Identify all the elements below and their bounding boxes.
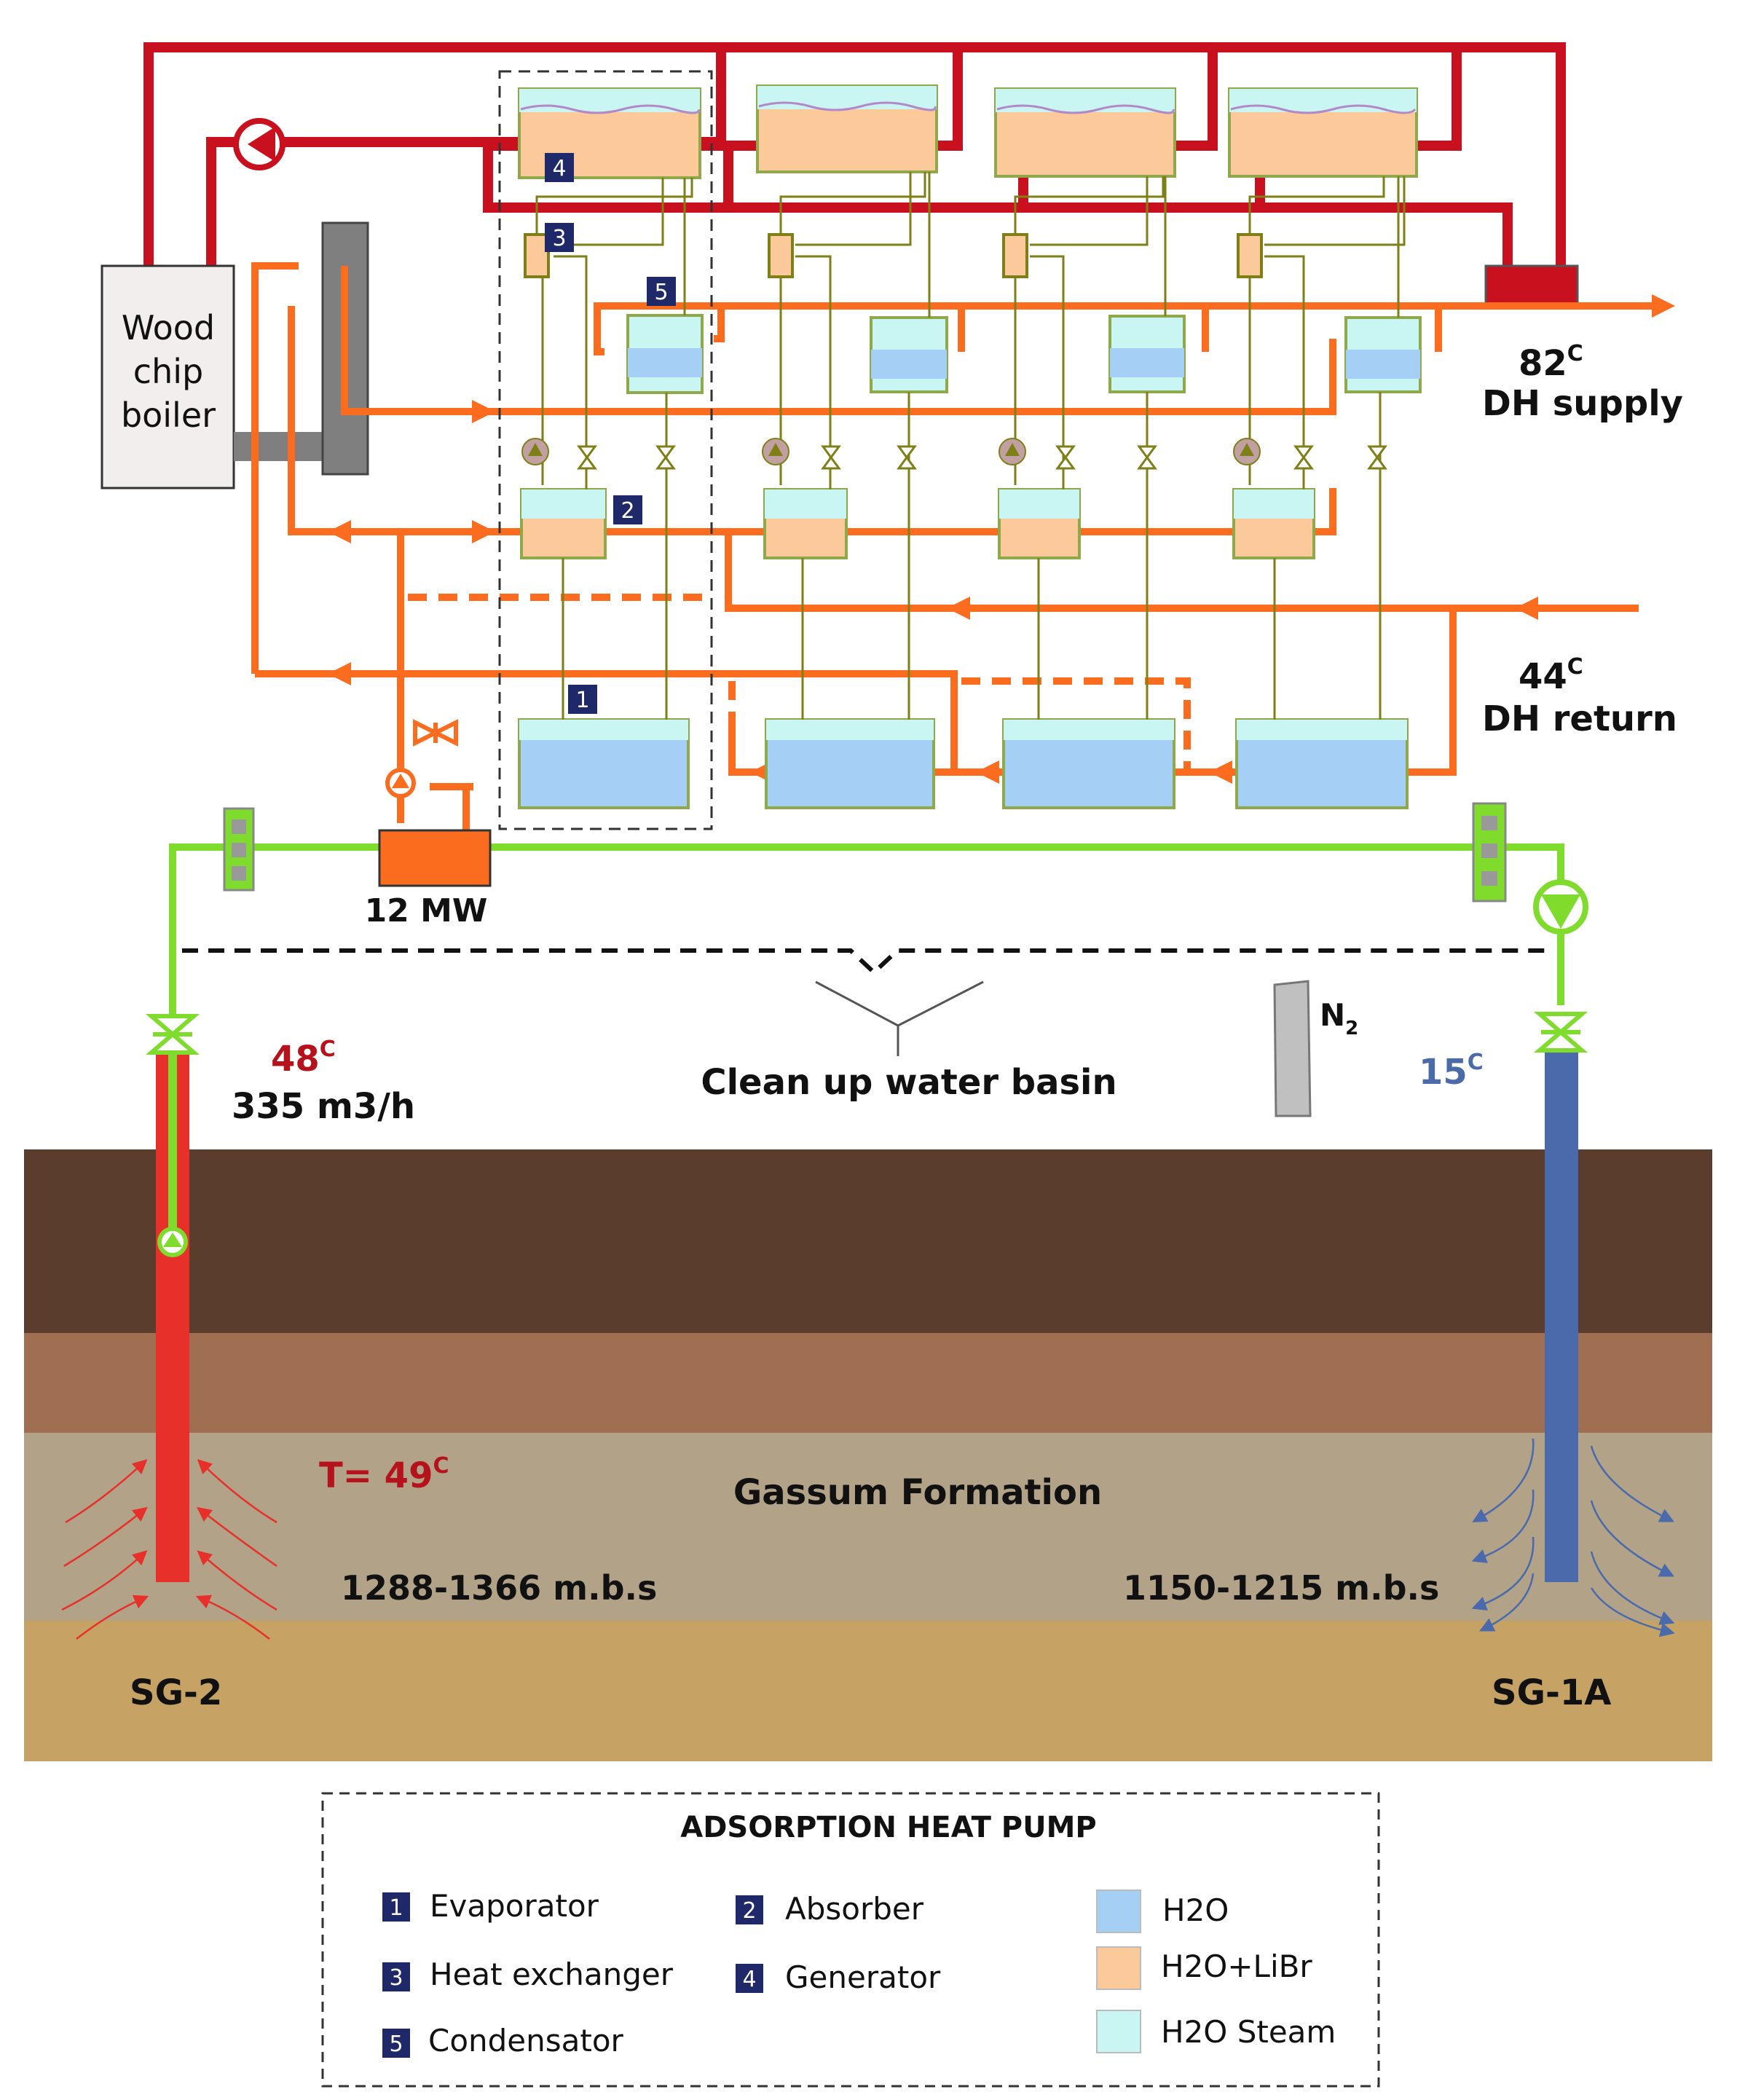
svg-text:H2O: H2O xyxy=(1162,1892,1229,1928)
svg-text:4: 4 xyxy=(742,1967,756,1992)
gassum-formation-layer xyxy=(24,1433,1712,1621)
svg-text:5: 5 xyxy=(389,2032,403,2057)
basin-label: Clean up water basin xyxy=(701,1062,1116,1103)
dh-supply-temp: 82C xyxy=(1519,341,1583,384)
legend-frame xyxy=(321,1792,1380,2088)
sg2-flow: 335 m3/h xyxy=(232,1086,415,1127)
nitrogen-tank xyxy=(1273,980,1312,1117)
formation-label: Gassum Formation xyxy=(733,1472,1102,1513)
clean-up-water-basin-symbol xyxy=(815,980,984,1056)
svg-text:1: 1 xyxy=(575,688,589,713)
ground-bottom-layer xyxy=(24,1621,1712,1761)
legend-item-generator: 4 Generator xyxy=(736,1959,941,1995)
sg1a-depth: 1150-1215 m.b.s xyxy=(1123,1568,1439,1608)
sg2-inflow-arrows xyxy=(61,1459,277,1640)
sg1a-temp: 15C xyxy=(1419,1050,1484,1093)
heat-pump-unit-1-outline xyxy=(498,70,713,830)
dh-flow-arrows xyxy=(328,294,1675,784)
sg2-depth: 1288-1366 m.b.s xyxy=(341,1568,657,1608)
svg-text:2: 2 xyxy=(621,498,634,524)
reservoir-temp: T= 49C xyxy=(319,1453,449,1496)
heat-exchanger-3 xyxy=(1002,233,1028,278)
ground-mid-layer xyxy=(24,1333,1712,1433)
dh-supply-label: DH supply xyxy=(1482,383,1683,424)
geothermal-heat-exchanger xyxy=(378,829,492,887)
hot-loop-pump[interactable] xyxy=(233,118,285,170)
filter-left[interactable] xyxy=(223,807,255,892)
legend-fluid-h2o: H2O xyxy=(1096,1889,1229,1933)
unit-badge-5: 5 xyxy=(647,277,676,306)
svg-text:3: 3 xyxy=(552,226,566,251)
boiler-flue-connector xyxy=(234,432,325,461)
dh-control-valve[interactable] xyxy=(413,719,458,747)
svg-text:H2O+LiBr: H2O+LiBr xyxy=(1161,1948,1312,1984)
legend-fluid-h2o-steam: H2O Steam xyxy=(1096,2010,1336,2053)
dh-bypasses xyxy=(408,594,1191,772)
nitrogen-label: N2 xyxy=(1320,997,1358,1039)
ground-top-layer xyxy=(24,1149,1712,1333)
dh-circulation-pump[interactable] xyxy=(385,768,416,798)
svg-text:Heat exchanger: Heat exchanger xyxy=(430,1957,674,1992)
boiler-label-1: Wood xyxy=(122,308,215,347)
sg2-name: SG-2 xyxy=(130,1672,222,1713)
dh-supply-heat-exchanger xyxy=(1484,264,1579,307)
heat-exchanger-2 xyxy=(768,233,794,278)
heat-pump-unit-2 xyxy=(756,84,948,809)
svg-text:3: 3 xyxy=(389,1965,403,1991)
legend-fluid-h2o-libr: H2O+LiBr xyxy=(1096,1946,1312,1990)
sg2-wellhead-valve[interactable] xyxy=(145,1014,200,1055)
svg-text:Condensator: Condensator xyxy=(428,2023,624,2058)
legend-item-heat-exchanger: 3 Heat exchanger xyxy=(382,1957,674,1992)
legend-item-evaporator: 1 Evaporator xyxy=(382,1888,599,1924)
wood-chip-boiler[interactable] xyxy=(101,264,235,489)
heat-pump-unit-3 xyxy=(994,87,1186,809)
filter-right[interactable] xyxy=(1472,802,1507,902)
injection-well-sg1a xyxy=(1545,1049,1578,1582)
boiler-label-2: chip xyxy=(133,352,203,391)
sg1a-outflow-arrows xyxy=(1471,1438,1675,1637)
sg2-temp: 48C xyxy=(271,1037,336,1080)
legend-item-absorber: 2 Absorber xyxy=(736,1891,924,1927)
svg-text:5: 5 xyxy=(654,280,668,305)
svg-text:2: 2 xyxy=(742,1898,756,1924)
heat-pump-unit-1 xyxy=(518,87,704,809)
basin-line xyxy=(182,948,1551,976)
legend: ADSORPTION HEAT PUMP 1 Evaporator 2 Abso… xyxy=(321,1792,1380,2088)
heat-pump-unit-4 xyxy=(1228,87,1422,809)
power-label: 12 MW xyxy=(365,892,488,929)
svg-text:H2O Steam: H2O Steam xyxy=(1161,2014,1336,2050)
sg1a-name: SG-1A xyxy=(1492,1672,1611,1713)
svg-text:Generator: Generator xyxy=(785,1959,941,1995)
unit-badge-4: 4 xyxy=(545,153,574,182)
heat-exchanger-4 xyxy=(1237,233,1263,278)
dh-return-temp: 44C xyxy=(1519,654,1583,697)
svg-text:4: 4 xyxy=(552,156,566,181)
svg-text:Absorber: Absorber xyxy=(785,1891,924,1927)
unit-badge-1: 1 xyxy=(568,685,597,714)
sg2-downhole-pump[interactable] xyxy=(157,1227,188,1257)
sg1a-wellhead-valve[interactable] xyxy=(1533,1012,1588,1053)
legend-title: ADSORPTION HEAT PUMP xyxy=(680,1811,1096,1844)
dh-loop xyxy=(251,262,1661,838)
injection-pump[interactable] xyxy=(1533,879,1588,935)
legend-item-condensator: 5 Condensator xyxy=(382,2023,624,2058)
ground-layers xyxy=(24,1149,1712,1761)
svg-text:Evaporator: Evaporator xyxy=(430,1888,599,1924)
svg-text:1: 1 xyxy=(389,1895,403,1921)
unit-badge-2: 2 xyxy=(613,495,642,524)
dh-return-label: DH return xyxy=(1482,699,1677,739)
boiler-label-3: boiler xyxy=(121,396,216,435)
unit-badge-3: 3 xyxy=(545,223,574,252)
